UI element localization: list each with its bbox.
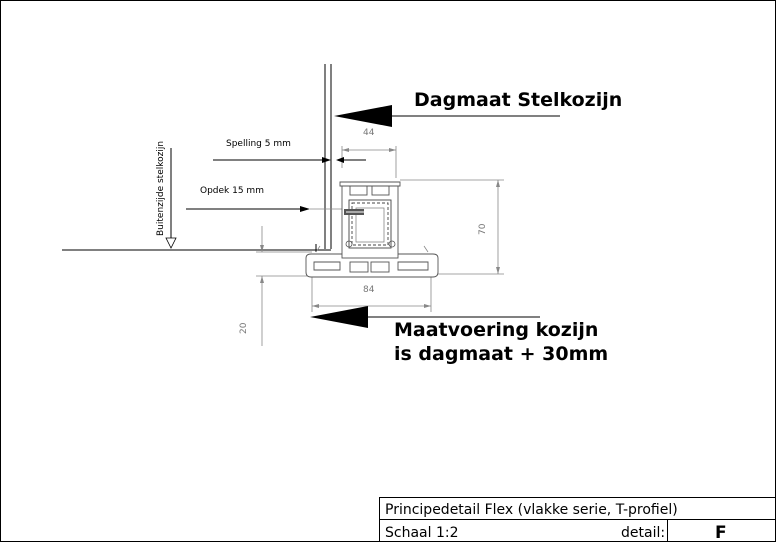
dimension-20 bbox=[256, 226, 312, 346]
opdek-arrow bbox=[186, 206, 346, 212]
title-block-title: Principedetail Flex (vlakke serie, T-pro… bbox=[385, 502, 678, 518]
maatvoering-arrow bbox=[310, 306, 540, 328]
dimension-70 bbox=[400, 179, 504, 275]
stelkozijn-wall bbox=[62, 64, 332, 252]
dimension-84-label: 84 bbox=[363, 285, 375, 295]
dimension-70-label: 70 bbox=[478, 223, 488, 235]
title-block-detail-value: F bbox=[715, 523, 727, 542]
maatvoering-label-line1: Maatvoering kozijn bbox=[394, 319, 598, 341]
t-profile-section bbox=[305, 181, 439, 278]
buitenzijde-label: Buitenzijde stelkozijn bbox=[156, 141, 166, 236]
title-block-detail-label: detail: bbox=[621, 525, 665, 541]
dimension-20-label: 20 bbox=[239, 322, 249, 334]
dagmaat-arrow bbox=[334, 105, 560, 127]
dimension-44-label: 44 bbox=[363, 128, 375, 138]
opdek-label: Opdek 15 mm bbox=[200, 186, 264, 196]
title-block-scale: Schaal 1:2 bbox=[385, 525, 459, 541]
buitenzijde-marker bbox=[165, 148, 177, 249]
maatvoering-label-line2: is dagmaat + 30mm bbox=[394, 343, 608, 365]
dagmaat-label: Dagmaat Stelkozijn bbox=[414, 89, 622, 111]
spelling-label: Spelling 5 mm bbox=[226, 139, 291, 149]
spelling-arrow bbox=[213, 157, 366, 163]
dimension-44 bbox=[341, 146, 397, 178]
